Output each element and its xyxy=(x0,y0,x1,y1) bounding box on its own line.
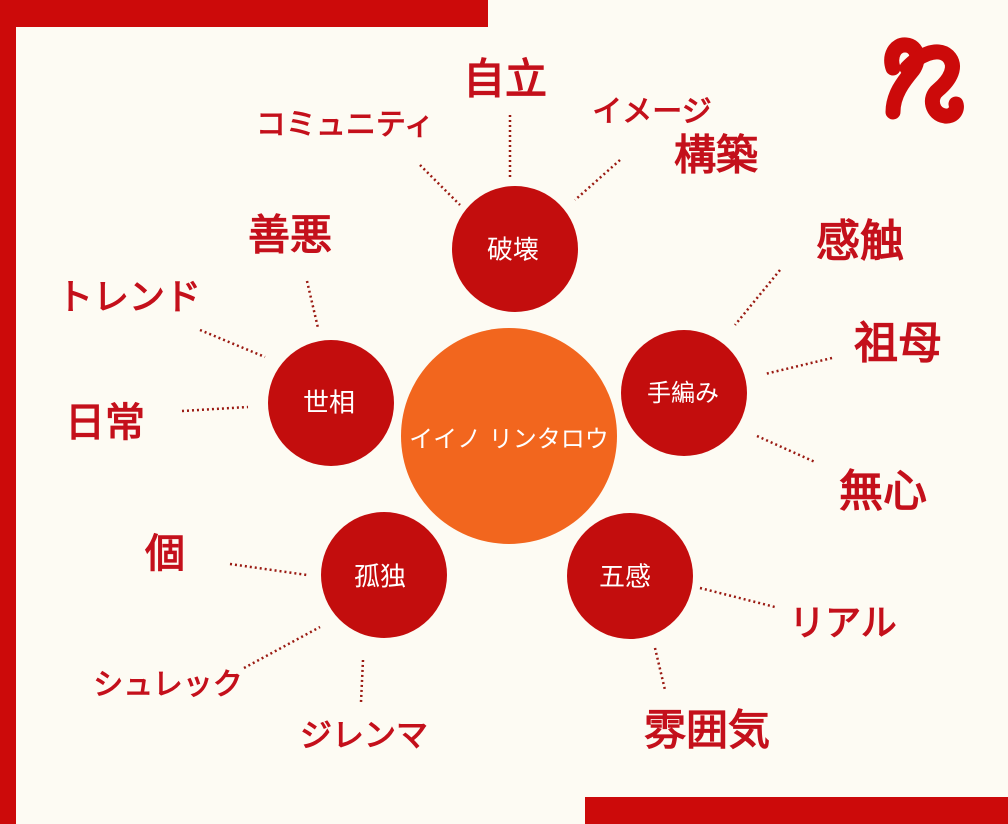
node-label-sesou: 世相 xyxy=(303,389,355,419)
frame-bottom-bar xyxy=(585,797,1008,824)
word-kanshoku: 感触 xyxy=(816,216,904,267)
node-label-kodoku: 孤独 xyxy=(354,563,406,593)
frame-left-bar xyxy=(0,0,16,824)
n-logo-icon xyxy=(884,37,964,124)
node-label-gokan: 五感 xyxy=(599,563,651,593)
link-trend xyxy=(199,328,266,359)
node-circle-sesou xyxy=(268,340,394,466)
word-funiki: 雰囲気 xyxy=(644,706,770,755)
word-trend: トレンド xyxy=(57,277,201,318)
node-circle-teami xyxy=(621,330,747,456)
link-community xyxy=(419,164,461,206)
link-funiki xyxy=(653,647,667,691)
word-ko: 個 xyxy=(144,531,185,577)
link-mushin xyxy=(756,434,816,464)
word-image: イメージ xyxy=(592,95,711,130)
center-label: イイノ リンタロウ xyxy=(409,425,609,453)
link-ko xyxy=(229,562,308,577)
link-dilemma xyxy=(359,659,365,703)
connector-lines xyxy=(181,115,833,703)
word-shrek: シュレック xyxy=(93,668,242,703)
word-community: コミュニティ xyxy=(256,108,434,143)
frame-top-bar xyxy=(0,0,488,27)
word-kouchiku: 構築 xyxy=(674,131,759,180)
node-label-hakai: 破壊 xyxy=(487,236,539,266)
word-nichijou: 日常 xyxy=(65,400,145,446)
link-image xyxy=(574,159,621,201)
link-nichijou xyxy=(181,405,249,413)
link-sobo xyxy=(764,356,833,376)
word-zenaku: 善悪 xyxy=(248,211,332,260)
link-kanshoku xyxy=(734,269,781,326)
node-label-teami: 手編み xyxy=(647,379,719,407)
node-circle-kodoku xyxy=(321,512,447,638)
link-shrek xyxy=(243,625,321,670)
node-circle-gokan xyxy=(567,513,693,639)
center-circle xyxy=(401,328,617,544)
link-zenaku xyxy=(305,280,320,329)
word-dilemma: ジレンマ xyxy=(300,716,428,754)
word-jiritsu: 自立 xyxy=(463,55,547,104)
word-real: リアル xyxy=(789,603,897,644)
link-real xyxy=(699,586,776,609)
word-mushin: 無心 xyxy=(839,466,927,517)
node-circle-hakai xyxy=(452,186,578,312)
word-sobo: 祖母 xyxy=(854,318,942,369)
